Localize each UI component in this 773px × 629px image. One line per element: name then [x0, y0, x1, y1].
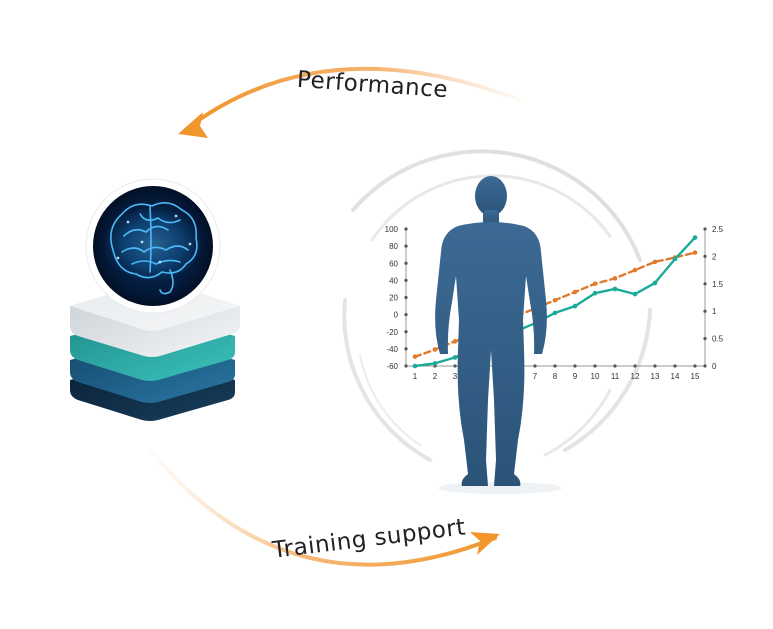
series-2-point [632, 291, 638, 297]
y-right-tick-label: 2.5 [712, 225, 724, 234]
x-tick-label: 10 [591, 372, 600, 381]
arrow-right-icon [470, 532, 500, 555]
y-left-tick-dot [404, 347, 408, 351]
arrow-left-icon [178, 112, 208, 138]
y-left-tick-dot [404, 295, 408, 300]
x-tick-dot [613, 364, 617, 368]
y-left-tick-dot [404, 278, 408, 282]
series-1-point [632, 267, 638, 273]
x-tick-dot [673, 364, 677, 368]
x-tick-label: 11 [611, 372, 620, 381]
y-left-tick-label: -20 [386, 328, 398, 337]
series-2-point [572, 303, 578, 309]
y-left-tick-dot [404, 330, 408, 334]
y-right-tick-label: 0 [712, 362, 717, 371]
y-right-tick-dot [703, 254, 707, 258]
x-tick-label: 2 [433, 372, 438, 381]
series-2-point [672, 256, 678, 262]
human-figure-icon [435, 176, 547, 486]
x-tick-label: 12 [631, 372, 640, 381]
x-tick-label: 3 [453, 372, 458, 381]
x-tick-dot [553, 364, 557, 368]
y-left-tick-label: -40 [386, 345, 398, 354]
y-left-tick-label: 100 [385, 225, 399, 234]
series-1-point [452, 339, 458, 344]
x-tick-dot [453, 364, 457, 368]
x-tick-dot [573, 364, 577, 368]
series-2-point [432, 361, 438, 366]
y-right-tick-dot [703, 337, 707, 341]
y-left-tick-label: -60 [386, 362, 398, 371]
y-left-tick-dot [404, 227, 408, 231]
x-tick-dot [693, 364, 697, 368]
y-left-tick-label: 80 [389, 242, 398, 251]
series-2-point [452, 355, 458, 360]
x-tick-label: 15 [691, 372, 700, 381]
y-right-tick-dot [703, 282, 707, 286]
series-1-point [592, 281, 598, 287]
series-2-point [552, 310, 558, 316]
x-tick-label: 1 [413, 372, 418, 381]
series-1-point [652, 259, 658, 265]
series-1-point [412, 354, 418, 359]
y-left-tick-dot [404, 313, 408, 317]
y-left-tick-label: 0 [394, 311, 399, 320]
x-tick-dot [653, 364, 657, 368]
y-right-tick-dot [703, 364, 707, 368]
y-left-tick-dot [404, 244, 408, 248]
x-tick-dot [593, 364, 597, 368]
top-cycle-arc [194, 66, 522, 124]
y-right-tick-dot [703, 309, 707, 313]
y-left-tick-dot [404, 261, 408, 265]
series-1-point [612, 276, 618, 281]
x-tick-label: 9 [573, 372, 578, 381]
y-right-tick-label: 1 [712, 307, 717, 316]
y-right-tick-dot [703, 227, 707, 231]
y-right-tick-label: 2 [712, 252, 717, 261]
x-tick-label: 13 [651, 372, 660, 381]
ring-decoration [342, 149, 652, 462]
x-tick-label: 7 [533, 372, 538, 381]
x-tick-dot [633, 364, 637, 368]
y-right-tick-label: 0.5 [712, 335, 724, 344]
x-tick-label: 8 [553, 372, 558, 381]
series-2-point [652, 280, 658, 286]
bottom-cycle-arc [148, 448, 497, 567]
series-1-point [432, 347, 438, 352]
y-left-tick-label: 40 [389, 276, 398, 285]
series-1-point [552, 297, 558, 303]
brain-icon [85, 178, 221, 314]
y-right-tick-label: 1.5 [712, 280, 724, 289]
y-left-tick-label: 60 [389, 259, 398, 268]
series-2-point [592, 290, 598, 296]
series-1-point [692, 250, 698, 255]
series-2-point [692, 235, 698, 240]
y-left-tick-label: 20 [389, 294, 398, 303]
series-1-point [572, 289, 578, 295]
x-tick-label: 14 [671, 372, 680, 381]
y-left-tick-dot [404, 364, 408, 368]
series-2-point [612, 286, 618, 292]
series-2-point [412, 363, 418, 369]
x-tick-dot [533, 364, 537, 368]
